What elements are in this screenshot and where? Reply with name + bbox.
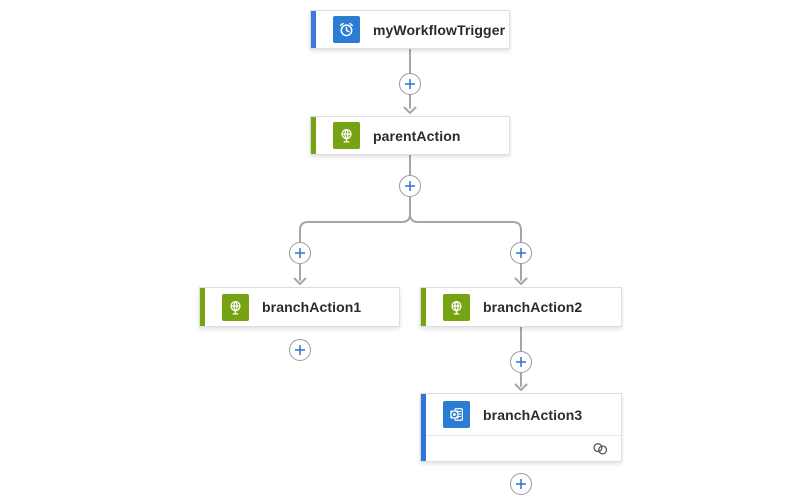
node-label: branchAction1 bbox=[262, 299, 362, 315]
node-header: parentAction bbox=[311, 117, 509, 154]
add-step-right-branch-button[interactable] bbox=[510, 242, 532, 264]
plus-icon bbox=[405, 181, 415, 191]
connector-arrowhead bbox=[514, 383, 528, 391]
node-myworkflowtrigger[interactable]: myWorkflowTrigger bbox=[310, 10, 510, 49]
add-step-after-branchaction2-button[interactable] bbox=[510, 351, 532, 373]
node-footer bbox=[421, 435, 621, 461]
plus-icon bbox=[516, 248, 526, 258]
node-header: branchAction2 bbox=[421, 288, 621, 326]
add-step-after-branchaction1-button[interactable] bbox=[289, 339, 311, 361]
plus-icon bbox=[405, 79, 415, 89]
node-label: branchAction2 bbox=[483, 299, 583, 315]
node-parentaction[interactable]: parentAction bbox=[310, 116, 510, 155]
node-branchaction2[interactable]: branchAction2 bbox=[420, 287, 622, 327]
outlook-icon bbox=[443, 401, 470, 428]
connector-line bbox=[409, 213, 522, 281]
node-branchaction1[interactable]: branchAction1 bbox=[199, 287, 400, 327]
node-accent-bar bbox=[200, 288, 205, 326]
globe-stand-icon bbox=[333, 122, 360, 149]
add-step-after-trigger-button[interactable] bbox=[399, 73, 421, 95]
node-label: parentAction bbox=[373, 127, 461, 144]
connector-line bbox=[299, 154, 411, 281]
node-header: branchAction1 bbox=[200, 288, 399, 326]
globe-stand-icon bbox=[222, 293, 249, 321]
connector-arrowhead bbox=[514, 277, 528, 285]
connector-arrowhead bbox=[293, 277, 307, 285]
node-label: branchAction3 bbox=[483, 406, 583, 423]
add-step-after-parentaction-button[interactable] bbox=[399, 175, 421, 197]
add-step-after-branchaction3-button[interactable] bbox=[510, 473, 532, 495]
add-step-left-branch-button[interactable] bbox=[289, 242, 311, 264]
globe-stand-icon bbox=[443, 293, 470, 321]
plus-icon bbox=[295, 248, 305, 258]
connection-icon bbox=[591, 442, 610, 456]
recurrence-clock-icon bbox=[333, 16, 360, 43]
node-accent-bar bbox=[421, 288, 426, 326]
plus-icon bbox=[516, 479, 526, 489]
node-label: myWorkflowTrigger bbox=[373, 21, 506, 38]
node-header: myWorkflowTrigger bbox=[311, 11, 509, 48]
plus-icon bbox=[516, 357, 526, 367]
node-accent-bar bbox=[311, 117, 316, 154]
node-accent-bar bbox=[311, 11, 316, 48]
node-accent-bar bbox=[421, 394, 426, 461]
connector-arrowhead bbox=[403, 106, 417, 114]
node-header: branchAction3 bbox=[421, 394, 621, 435]
plus-icon bbox=[295, 345, 305, 355]
node-branchaction3[interactable]: branchAction3 bbox=[420, 393, 622, 462]
